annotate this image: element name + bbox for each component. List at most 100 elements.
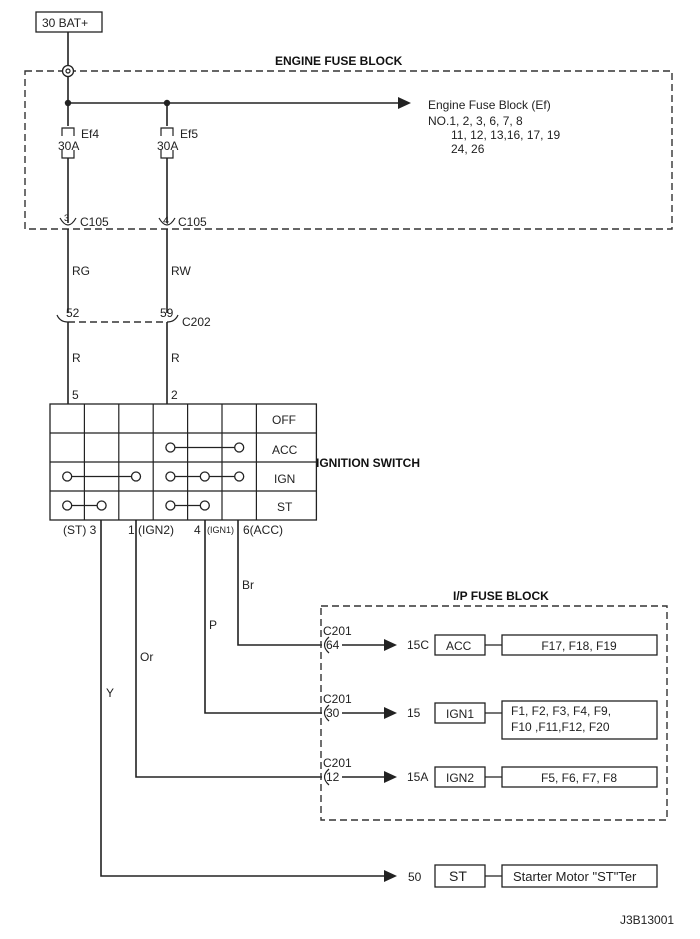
ef-feed-fuses-2: 11, 12, 13,16, 17, 19 <box>451 128 561 142</box>
ip-terminal: 15 <box>407 706 421 720</box>
switch-pin-st-label: (ST) 3 <box>63 523 97 537</box>
switch-contact-icon <box>62 471 73 482</box>
ip-fuse-list: F1, F2, F3, F4, F9, <box>511 704 611 718</box>
wire-p-ign1 <box>204 520 322 714</box>
c105-label: C105 <box>178 215 207 229</box>
arrow-icon <box>398 97 411 109</box>
fuse-name: Ef5 <box>180 127 198 141</box>
ip-fuse-list: F5, F6, F7, F8 <box>541 771 617 785</box>
connector-c105-icon <box>158 217 176 226</box>
c105-pin: 3 <box>64 213 69 223</box>
position-st: ST <box>277 500 293 514</box>
starter-terminal: 50 <box>408 870 422 884</box>
switch-pin-5: 5 <box>72 388 79 402</box>
c202-label: C202 <box>182 315 211 329</box>
fuse-ef4: Ef4 30A <box>58 127 99 159</box>
arrow-icon <box>384 870 397 882</box>
c201-label: C201 <box>323 624 352 638</box>
switch-contact-icon <box>62 500 73 511</box>
ip-circuit-name: IGN1 <box>446 707 474 721</box>
connector-c202-icon <box>166 314 179 323</box>
starter-target-box <box>501 864 658 888</box>
wire-color-r: R <box>72 351 81 365</box>
connector-c202-icon <box>56 314 69 323</box>
ip-fuse-block: I/P FUSE BLOCK <box>320 589 668 821</box>
connector-c201-icon <box>323 768 330 786</box>
ef-feed-fuses-3: 24, 26 <box>451 142 485 156</box>
wire-y-st <box>100 520 385 877</box>
ip-circuit-name: IGN2 <box>446 771 474 785</box>
position-ign: IGN <box>274 472 295 486</box>
ignition-switch-title: IGNITION SWITCH <box>316 456 420 470</box>
c201-label: C201 <box>323 692 352 706</box>
arrow-icon <box>384 771 397 783</box>
ip-fuse-block-outline <box>320 605 668 821</box>
ip-fuse-list-box <box>501 766 658 788</box>
wire-color-or: Or <box>140 650 153 664</box>
c201-label: C201 <box>323 756 352 770</box>
switch-pin-ign2-label: 1 (IGN2) <box>128 523 174 537</box>
c202-pin: 52 <box>66 306 80 320</box>
fuse-ef5: Ef5 30A <box>157 127 198 159</box>
battery-box <box>35 11 103 33</box>
c105-pin: 4 <box>163 215 169 227</box>
switch-contact-icon <box>234 471 245 482</box>
switch-contact-icon <box>199 471 210 482</box>
arrow-icon <box>384 707 397 719</box>
connector-c201-icon <box>323 636 330 654</box>
c105-label: C105 <box>80 215 109 229</box>
ip-fuse-block-title: I/P FUSE BLOCK <box>453 589 549 603</box>
fuse-rating: 30A <box>58 139 79 153</box>
switch-pin-acc-label: 6(ACC) <box>243 523 283 537</box>
wire-br-acc <box>237 520 322 646</box>
wire-or-ign2 <box>135 520 322 778</box>
ef-feed-fuses-1: NO.1, 2, 3, 6, 7, 8 <box>428 114 523 128</box>
c201-pin: 30 <box>326 706 340 720</box>
connector-c202: 52 59 C202 <box>56 306 211 329</box>
switch-contact-icon <box>234 442 245 453</box>
junction-dot <box>64 99 72 107</box>
wire-color-br: Br <box>242 578 254 592</box>
switch-contact-icon <box>130 471 142 482</box>
c202-pin: 59 <box>160 306 174 320</box>
ef-feed-label: Engine Fuse Block (Ef) <box>428 98 551 112</box>
ip-circuit-name: ACC <box>446 639 472 653</box>
connector-c201-icon <box>323 704 330 722</box>
c201-pin: 12 <box>326 770 340 784</box>
switch-pin-2: 2 <box>171 388 178 402</box>
starter-circuit: 50 ST Starter Motor "ST"Ter <box>384 864 658 888</box>
ip-terminal: 15C <box>407 638 429 652</box>
switch-contact-icon <box>96 500 107 511</box>
splice-center-icon <box>65 68 71 74</box>
connector-c105-icon <box>59 217 77 226</box>
fuse-icon <box>160 127 174 136</box>
position-off: OFF <box>272 413 296 427</box>
wire-color-y: Y <box>106 686 114 700</box>
switch-contact-icon <box>165 442 176 453</box>
ip-fuse-list-2: F10 ,F11,F12, F20 <box>511 720 610 734</box>
engine-fuse-block: ENGINE FUSE BLOCK <box>24 54 673 230</box>
c201-pin: 64 <box>326 638 340 652</box>
battery-terminal: 30 BAT+ <box>35 11 103 33</box>
ignition-switch <box>49 403 318 521</box>
wire-color-p: P <box>209 618 217 632</box>
switch-contact-icon <box>165 500 176 511</box>
arrow-icon <box>384 639 397 651</box>
figure-id: J3B13001 <box>620 913 674 927</box>
position-acc: ACC <box>272 443 298 457</box>
ip-fuse-list-box <box>501 700 658 740</box>
fuse-icon <box>61 127 75 136</box>
switch-pin-ign1-num: 4 <box>194 523 201 537</box>
fuse-name: Ef4 <box>81 127 99 141</box>
wire-color-rg: RG <box>72 264 90 278</box>
engine-fuse-block-title: ENGINE FUSE BLOCK <box>275 54 403 68</box>
ip-fuse-list-box <box>501 634 658 656</box>
wire-color-rw: RW <box>171 264 191 278</box>
switch-contact-icon <box>199 500 210 511</box>
battery-label: 30 BAT+ <box>42 16 88 30</box>
wire-color-r: R <box>171 351 180 365</box>
